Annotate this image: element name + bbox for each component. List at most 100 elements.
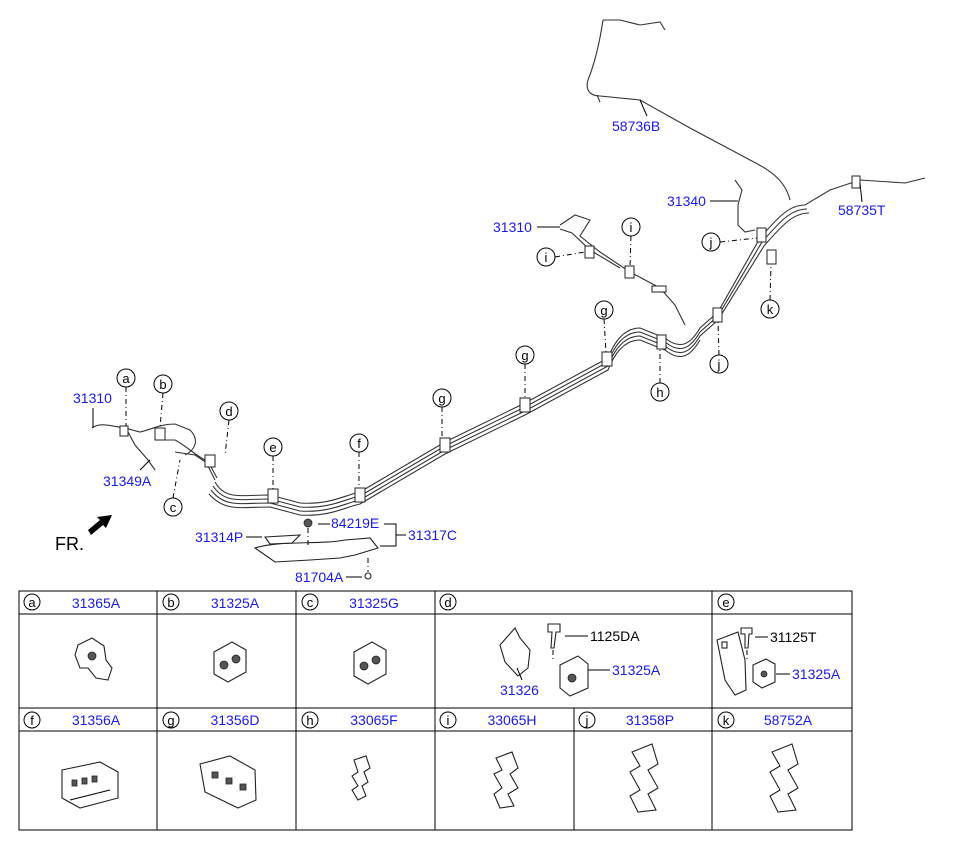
svg-text:g: g bbox=[438, 391, 445, 406]
marker-a: a bbox=[116, 368, 136, 426]
part-illustration-h bbox=[351, 755, 371, 801]
main-pipe-run bbox=[208, 177, 926, 516]
callout-58736B: 58736B bbox=[612, 118, 660, 134]
svg-text:j: j bbox=[585, 713, 589, 728]
marker-g1: g bbox=[432, 388, 452, 438]
svg-text:h: h bbox=[306, 713, 313, 728]
callout-31310-left: 31310 bbox=[73, 390, 112, 406]
clip-g1 bbox=[439, 437, 451, 453]
part-number-b: 31325A bbox=[211, 595, 260, 611]
parts-table: a 31365A b 31325A c 31325G d e f 31356A bbox=[18, 590, 853, 831]
clip-f bbox=[354, 487, 366, 503]
clip-k bbox=[766, 249, 777, 265]
cell-e-detail: 31125T 31325A bbox=[716, 627, 841, 696]
grommet bbox=[303, 518, 313, 528]
svg-text:k: k bbox=[723, 713, 730, 728]
clip-b bbox=[154, 427, 166, 441]
part-illustration-g bbox=[199, 755, 257, 809]
part-number-c: 31325G bbox=[349, 595, 399, 611]
clip-a bbox=[119, 425, 129, 437]
clip-j2 bbox=[756, 227, 767, 243]
clip-g2 bbox=[519, 397, 531, 413]
svg-text:i: i bbox=[630, 220, 633, 235]
cell-d-detail: 1125DA 31325A 31326 bbox=[499, 623, 661, 698]
svg-text:h: h bbox=[656, 385, 663, 400]
svg-text:e: e bbox=[722, 595, 729, 610]
svg-text:a: a bbox=[122, 371, 130, 386]
marker-j1: j bbox=[701, 232, 758, 252]
callout-31340: 31340 bbox=[667, 193, 706, 209]
cell-g-header: g 31356D bbox=[162, 711, 260, 729]
clip-j bbox=[712, 307, 723, 323]
cell-e-header: e bbox=[717, 593, 735, 611]
marker-g3: g bbox=[594, 300, 614, 353]
svg-text:i: i bbox=[447, 713, 450, 728]
marker-h: h bbox=[650, 350, 670, 402]
part-number-j: 31358P bbox=[626, 712, 674, 728]
clip-e bbox=[267, 488, 279, 504]
part-illustration-b bbox=[213, 641, 247, 683]
part-number-k: 58752A bbox=[764, 712, 813, 728]
callout-31314P: 31314P bbox=[195, 529, 243, 545]
marker-e: e bbox=[263, 437, 283, 489]
svg-text:d: d bbox=[225, 404, 232, 419]
svg-text:f: f bbox=[30, 713, 34, 728]
cell-b-header: b 31325A bbox=[162, 593, 260, 611]
d-part-31325A: 31325A bbox=[612, 662, 661, 678]
svg-text:j: j bbox=[709, 235, 713, 250]
part-number-i: 33065H bbox=[487, 712, 536, 728]
clip-i bbox=[624, 265, 635, 279]
upper-pipe-58736B bbox=[586, 19, 791, 201]
callouts: 58736B 58735T 31340 31310 31310 31349A 8… bbox=[73, 99, 886, 585]
marker-f: f bbox=[349, 433, 369, 488]
pipe-31340 bbox=[734, 179, 756, 233]
e-part-31325A: 31325A bbox=[792, 666, 841, 682]
clip-58735T bbox=[851, 175, 861, 189]
svg-text:d: d bbox=[444, 595, 451, 610]
svg-text:e: e bbox=[269, 440, 276, 455]
heat-shield bbox=[253, 537, 379, 563]
front-direction-indicator: FR. bbox=[55, 515, 112, 554]
marker-i1: i bbox=[536, 247, 586, 267]
svg-text:g: g bbox=[600, 303, 607, 318]
callout-81704A: 81704A bbox=[295, 569, 344, 585]
svg-text:f: f bbox=[357, 436, 361, 451]
svg-text:k: k bbox=[767, 302, 774, 317]
heat-shield-assembly bbox=[253, 518, 379, 580]
brake-fuel-pipe-bundle bbox=[91, 19, 926, 516]
svg-text:c: c bbox=[170, 500, 177, 515]
svg-text:i: i bbox=[545, 250, 548, 265]
pipe-sleeve bbox=[651, 285, 667, 293]
bolt-1125DA bbox=[547, 623, 561, 649]
marker-j2: j bbox=[709, 321, 729, 374]
bracket-31326 bbox=[499, 627, 531, 677]
nut bbox=[364, 572, 372, 580]
clip-d bbox=[204, 454, 216, 468]
part-illustration-k bbox=[769, 743, 799, 813]
e-part-31125T: 31125T bbox=[770, 629, 817, 645]
part-illustration-a bbox=[74, 637, 113, 681]
d-part-31326: 31326 bbox=[500, 682, 539, 698]
callout-31317C: 31317C bbox=[408, 527, 457, 543]
part-number-a: 31365A bbox=[72, 595, 121, 611]
part-number-f: 31356A bbox=[72, 712, 121, 728]
svg-text:j: j bbox=[717, 357, 721, 372]
pipe-31310-upper bbox=[559, 214, 686, 326]
cell-d-header: d bbox=[439, 593, 457, 611]
marker-g2: g bbox=[515, 345, 535, 398]
d-part-1125DA: 1125DA bbox=[590, 628, 640, 644]
part-number-h: 33065F bbox=[350, 712, 397, 728]
callout-58735T: 58735T bbox=[838, 202, 886, 218]
part-illustration-j bbox=[629, 743, 659, 813]
marker-c: c bbox=[163, 459, 183, 517]
cell-k-header: k 58752A bbox=[717, 711, 813, 729]
front-label: FR. bbox=[55, 534, 84, 554]
marker-i2: i bbox=[621, 217, 641, 267]
svg-text:c: c bbox=[307, 595, 314, 610]
svg-text:g: g bbox=[521, 348, 528, 363]
front-arrow-icon bbox=[88, 515, 112, 535]
diagram-letter-markers: a b c d e f g bbox=[116, 217, 780, 517]
clip-g3 bbox=[601, 351, 613, 367]
callout-31310-top: 31310 bbox=[493, 219, 532, 235]
